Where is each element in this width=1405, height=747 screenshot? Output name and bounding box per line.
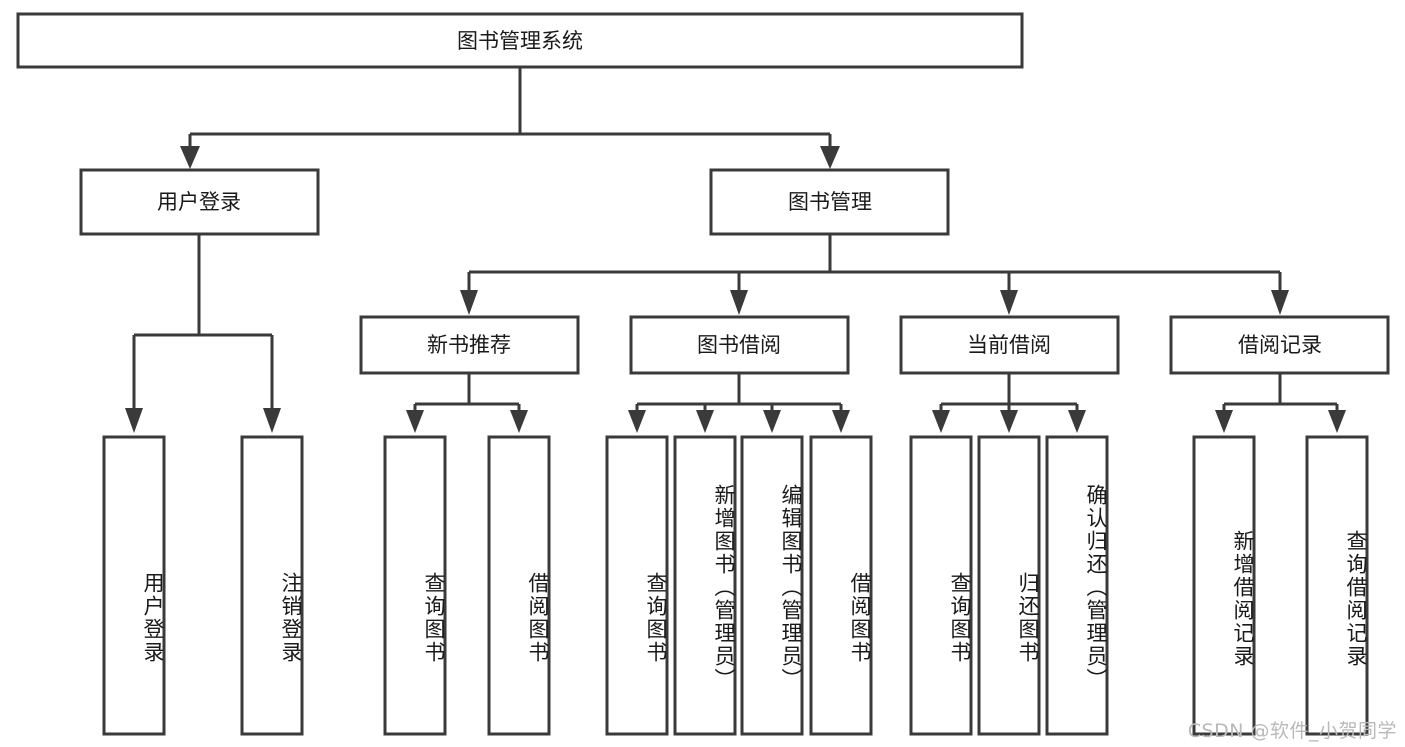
node-book-manage[interactable]: 图书管理 bbox=[709, 168, 950, 236]
connector-group-borrow-record bbox=[1215, 373, 1346, 433]
arrow-head-borrow-record bbox=[1271, 290, 1289, 315]
leaf-box-bb-add-book[interactable] bbox=[673, 435, 737, 736]
node-user-login[interactable]: 用户登录 bbox=[79, 168, 320, 236]
leaf-box-user-login[interactable] bbox=[102, 435, 166, 736]
connector-group-current-borrow bbox=[932, 373, 1086, 433]
leaf-box-bb-query-book[interactable] bbox=[605, 435, 669, 736]
watermark-text: CSDN @软件_小贺同学 bbox=[1187, 720, 1397, 742]
leaf-box-nbr-query-book[interactable] bbox=[383, 435, 447, 736]
node-current-borrow[interactable]: 当前借阅 bbox=[899, 315, 1120, 375]
leaf-box-bb-borrow-book[interactable] bbox=[809, 435, 873, 736]
arrow-head-br-leaf-2 bbox=[1328, 410, 1346, 433]
connector-group-new-book-recommend bbox=[406, 373, 528, 433]
arrow-head-nbr-leaf-2 bbox=[510, 410, 528, 433]
arrow-head-user-login bbox=[180, 146, 200, 169]
node-current-borrow-label: 当前借阅 bbox=[967, 333, 1051, 357]
node-book-borrow[interactable]: 图书借阅 bbox=[629, 315, 850, 375]
arrow-head-nbr-leaf-1 bbox=[406, 410, 424, 433]
arrow-head-leaf-logout bbox=[263, 408, 281, 433]
node-borrow-record[interactable]: 借阅记录 bbox=[1169, 315, 1390, 375]
node-user-login-label: 用户登录 bbox=[157, 190, 241, 214]
node-borrow-record-label: 借阅记录 bbox=[1238, 333, 1322, 357]
leaf-box-cb-return-book[interactable] bbox=[977, 435, 1041, 736]
arrow-head-cb-leaf-2 bbox=[1000, 410, 1018, 433]
arrow-head-leaf-user-login bbox=[125, 408, 143, 433]
node-current-borrow-box[interactable] bbox=[899, 315, 1120, 375]
leaf-box-logout[interactable] bbox=[240, 435, 304, 736]
node-root-box[interactable] bbox=[16, 12, 1024, 69]
node-root-label: 图书管理系统 bbox=[457, 29, 583, 53]
node-book-manage-box[interactable] bbox=[709, 168, 950, 236]
connector-group-book-borrow bbox=[628, 373, 850, 433]
leaf-box-nbr-borrow-book[interactable] bbox=[487, 435, 551, 736]
node-user-login-box[interactable] bbox=[79, 168, 320, 236]
arrow-head-book-borrow bbox=[730, 290, 748, 315]
node-new-book-recommend[interactable]: 新书推荐 bbox=[359, 315, 580, 375]
arrow-head-br-leaf-1 bbox=[1215, 410, 1233, 433]
leaf-box-br-query-record[interactable] bbox=[1305, 435, 1369, 736]
leaf-box-cb-confirm-return[interactable] bbox=[1045, 435, 1109, 736]
arrow-head-bb-leaf-1 bbox=[628, 410, 646, 433]
connector-group-root bbox=[180, 67, 840, 169]
connector-group-book-manage bbox=[460, 234, 1289, 315]
arrow-head-bb-leaf-4 bbox=[832, 410, 850, 433]
node-book-manage-label: 图书管理 bbox=[788, 190, 872, 214]
node-book-borrow-box[interactable] bbox=[629, 315, 850, 375]
node-new-book-recommend-label: 新书推荐 bbox=[427, 333, 511, 357]
leaf-box-br-add-record[interactable] bbox=[1192, 435, 1256, 736]
arrow-head-new-book-recommend bbox=[460, 290, 478, 315]
node-book-borrow-label: 图书借阅 bbox=[697, 333, 781, 357]
arrow-head-book-manage bbox=[820, 146, 840, 169]
leaf-box-cb-query-book[interactable] bbox=[909, 435, 973, 736]
connector-group-user-login bbox=[125, 234, 281, 433]
arrow-head-current-borrow bbox=[1000, 290, 1018, 315]
node-new-book-recommend-box[interactable] bbox=[359, 315, 580, 375]
arrow-head-cb-leaf-3 bbox=[1068, 410, 1086, 433]
leaf-box-group bbox=[102, 435, 1369, 736]
node-root[interactable]: 图书管理系统 bbox=[16, 12, 1024, 69]
arrow-head-cb-leaf-1 bbox=[932, 410, 950, 433]
arrow-head-bb-leaf-2 bbox=[696, 410, 714, 433]
node-borrow-record-box[interactable] bbox=[1169, 315, 1390, 375]
leaf-box-bb-edit-book[interactable] bbox=[740, 435, 804, 736]
arrow-head-bb-leaf-3 bbox=[763, 410, 781, 433]
